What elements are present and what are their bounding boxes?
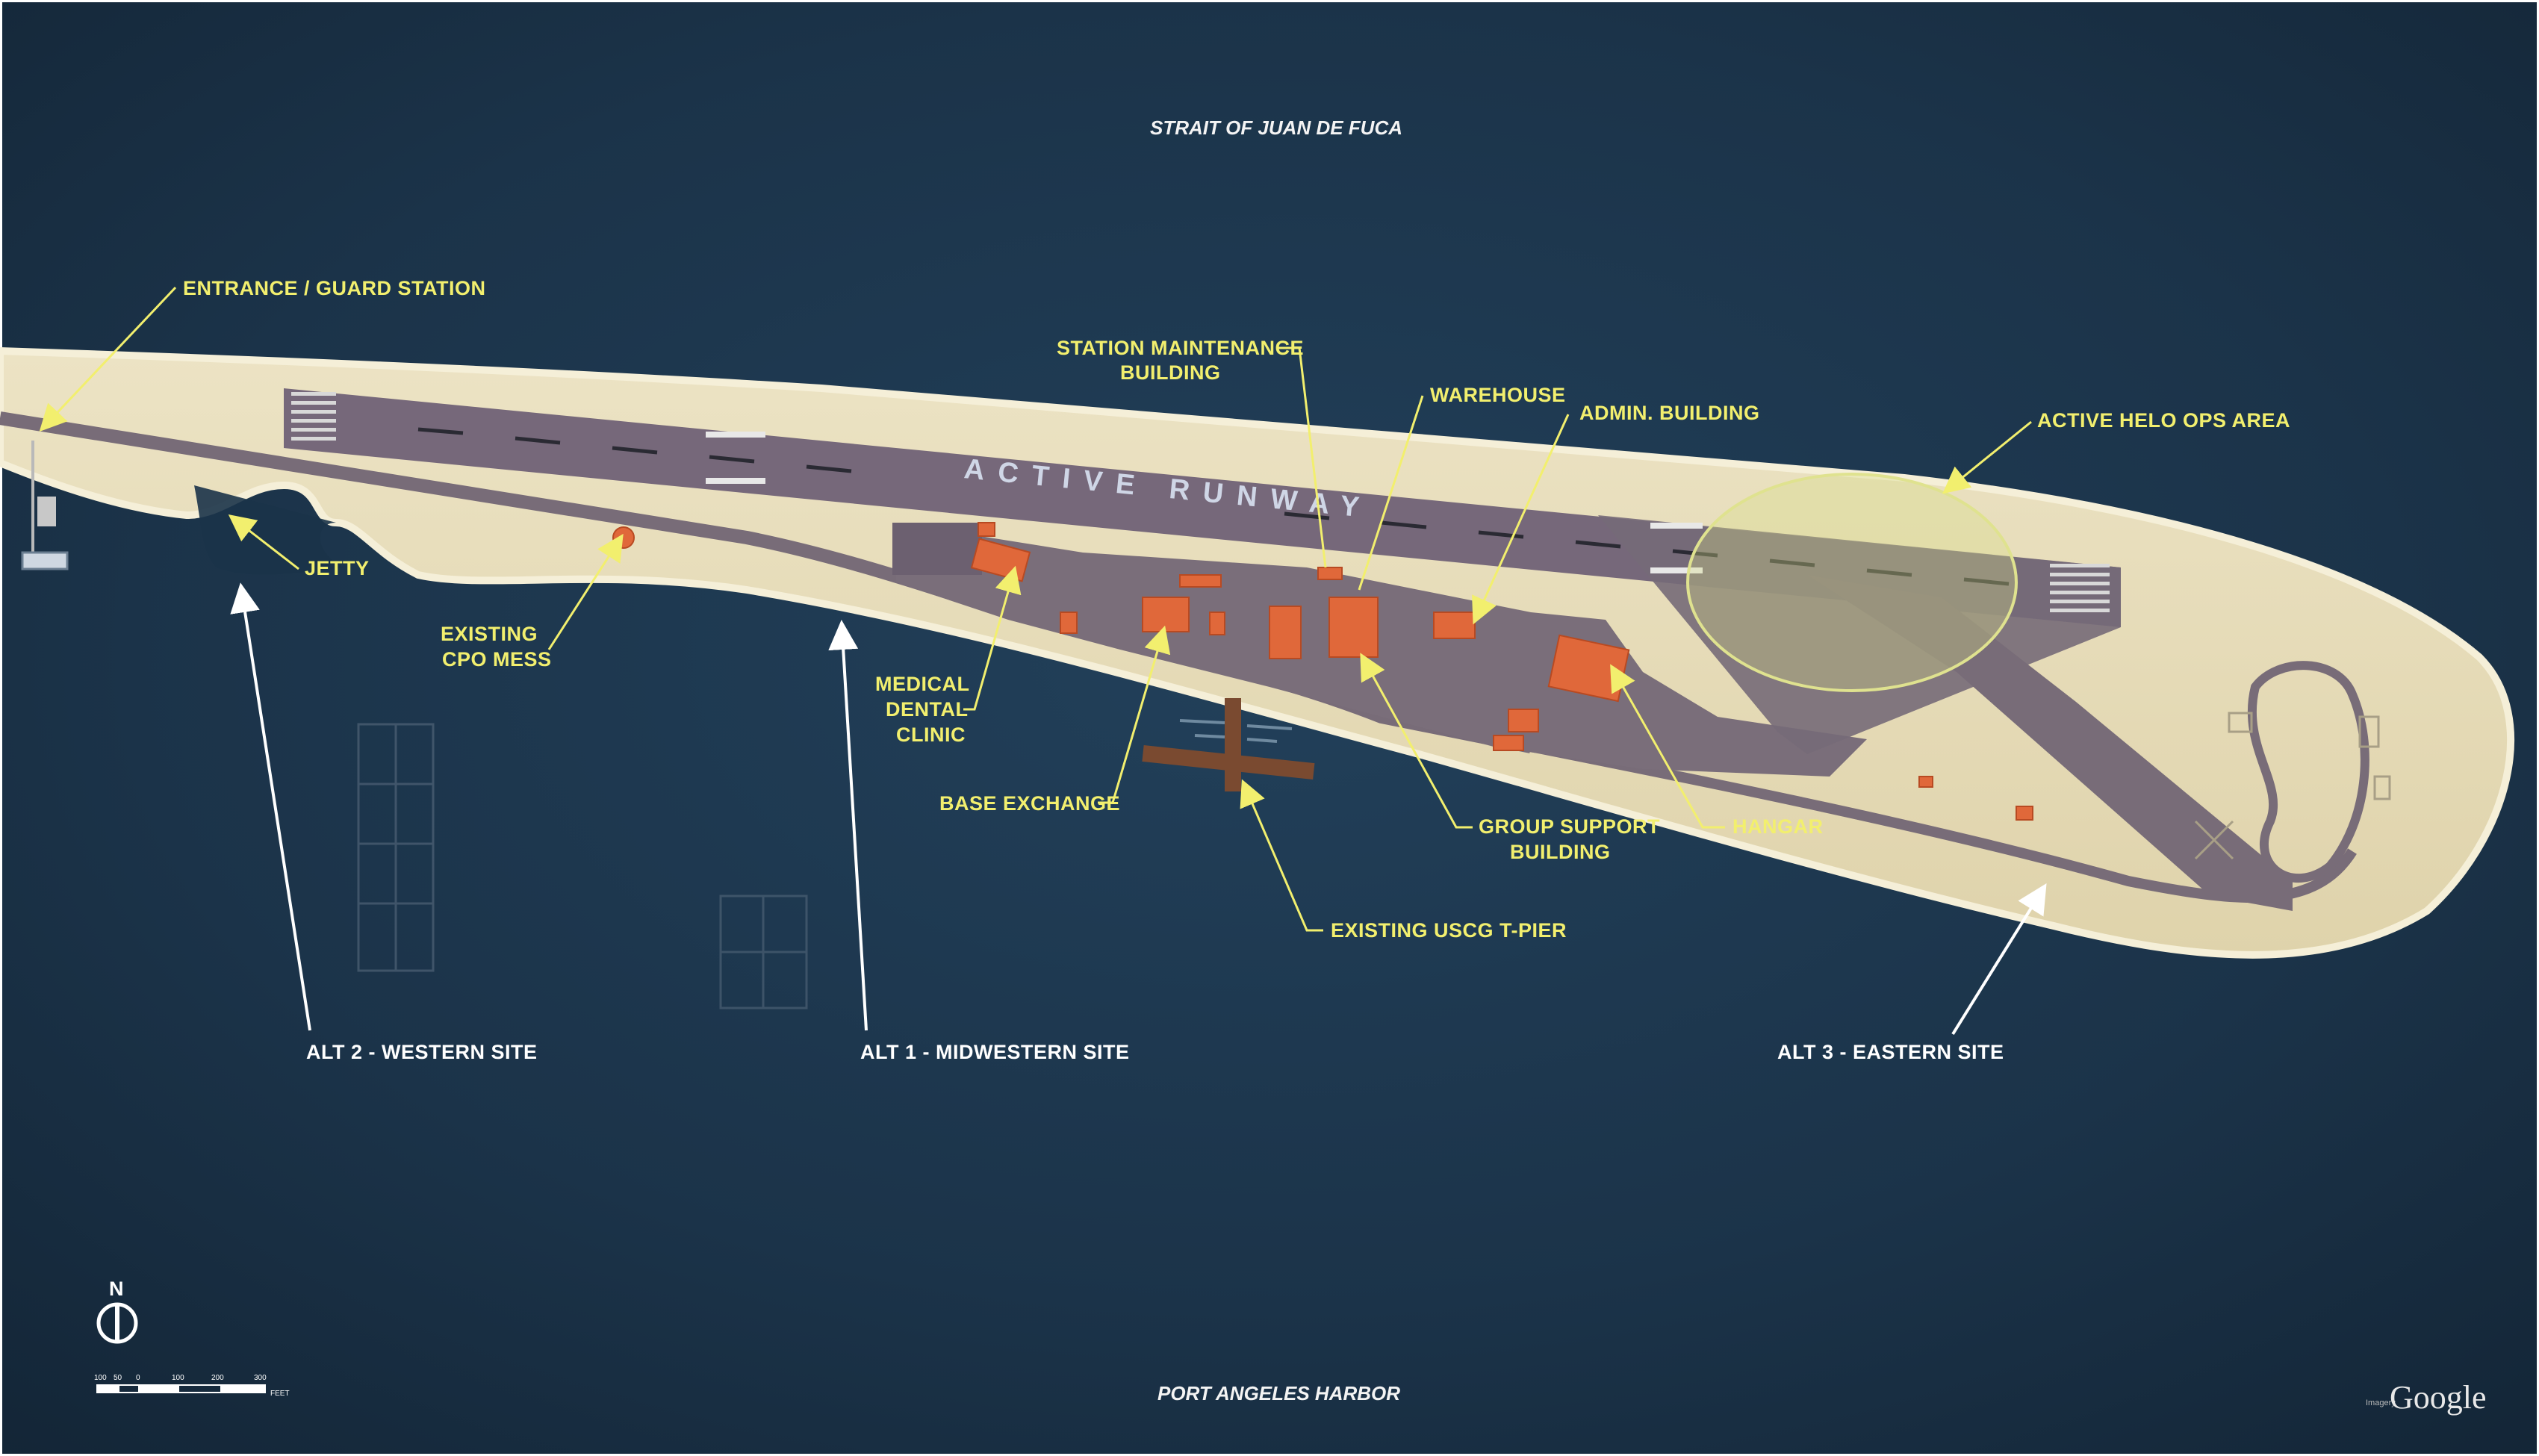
annotation-base-exchange: BASE EXCHANGE <box>939 625 1171 815</box>
svg-text:Google: Google <box>2390 1379 2487 1416</box>
svg-text:CPO MESS: CPO MESS <box>442 648 552 671</box>
north-arrow-icon: N <box>96 1278 138 1344</box>
svg-text:CLINIC: CLINIC <box>896 724 966 746</box>
east-structures <box>2194 712 2391 860</box>
svg-text:HANGAR: HANGAR <box>1732 815 1824 838</box>
annotation-admin: ADMIN. BUILDING <box>1472 402 1759 625</box>
submerged-grid-west <box>357 723 435 972</box>
strait-label: STRAIT OF JUAN DE FUCA <box>1150 116 1402 139</box>
svg-text:BUILDING: BUILDING <box>1510 841 1611 863</box>
google-attribution: Imagery Google <box>2366 1379 2487 1416</box>
cpo-mess-building <box>612 526 635 549</box>
annotation-entrance: ENTRANCE / GUARD STATION <box>39 277 486 432</box>
svg-text:WAREHOUSE: WAREHOUSE <box>1430 384 1566 406</box>
entrance-pier <box>21 441 69 570</box>
svg-text:MEDICAL: MEDICAL <box>875 673 970 695</box>
svg-text:N: N <box>109 1278 124 1300</box>
harbor-label: PORT ANGELES HARBOR <box>1157 1382 1400 1404</box>
annotation-jetty: JETTY <box>228 514 370 579</box>
svg-text:ACTIVE HELO OPS AREA: ACTIVE HELO OPS AREA <box>2037 409 2290 432</box>
annotation-group-support: GROUP SUPPORT BUILDING <box>1360 653 1660 863</box>
loop-road <box>2247 661 2369 883</box>
svg-text:STATION MAINTENANCE: STATION MAINTENANCE <box>1057 337 1304 359</box>
svg-text:JETTY: JETTY <box>305 557 370 579</box>
annotation-medical: MEDICAL DENTAL CLINIC <box>875 565 1022 746</box>
helo-ops-area <box>1686 473 2018 692</box>
annotation-hangar: HANGAR <box>1610 664 1824 838</box>
svg-text:0: 0 <box>136 1374 140 1382</box>
svg-text:ALT 1 - MIDWESTERN SITE: ALT 1 - MIDWESTERN SITE <box>860 1041 1130 1063</box>
annotation-alt1: ALT 1 - MIDWESTERN SITE <box>828 620 1130 1063</box>
base-exchange-building <box>1142 597 1190 632</box>
submerged-grid-midwest <box>719 895 808 1009</box>
svg-text:BASE EXCHANGE: BASE EXCHANGE <box>939 792 1120 815</box>
svg-text:DENTAL: DENTAL <box>886 698 969 721</box>
annotation-warehouse: WAREHOUSE <box>1358 384 1566 591</box>
jetty-structure <box>194 485 344 575</box>
svg-text:300: 300 <box>254 1374 267 1382</box>
uscg-t-pier <box>1142 698 1315 791</box>
svg-text:Imagery: Imagery <box>2366 1399 2396 1407</box>
svg-text:EXISTING USCG T-PIER: EXISTING USCG T-PIER <box>1331 919 1567 942</box>
svg-text:EXISTING: EXISTING <box>441 623 538 645</box>
svg-text:ADMIN. BUILDING: ADMIN. BUILDING <box>1579 402 1759 424</box>
station-maintenance-building <box>1269 606 1302 659</box>
scale-bar: 100 50 0 100 200 300 FEET <box>94 1374 290 1398</box>
annotation-alt2: ALT 2 - WESTERN SITE <box>230 582 538 1063</box>
svg-text:ALT 3 - EASTERN SITE: ALT 3 - EASTERN SITE <box>1777 1041 2004 1063</box>
annotation-helo: ACTIVE HELO OPS AREA <box>1942 409 2290 494</box>
parking-lot <box>892 523 982 575</box>
annotation-station-maintenance: STATION MAINTENANCE BUILDING <box>1057 337 1327 568</box>
admin-building <box>1433 612 1476 639</box>
svg-text:100: 100 <box>94 1374 107 1382</box>
svg-text:FEET: FEET <box>270 1390 290 1398</box>
svg-text:50: 50 <box>114 1374 122 1382</box>
svg-text:GROUP SUPPORT: GROUP SUPPORT <box>1479 815 1660 838</box>
annotation-cpo-mess: EXISTING CPO MESS <box>441 533 624 671</box>
annotation-alt3: ALT 3 - EASTERN SITE <box>1777 883 2047 1063</box>
base-pavement <box>896 523 1867 777</box>
svg-text:BUILDING: BUILDING <box>1120 361 1221 384</box>
runway <box>284 388 2293 911</box>
svg-text:ALT 2 - WESTERN SITE: ALT 2 - WESTERN SITE <box>306 1041 538 1063</box>
annotation-t-pier: EXISTING USCG T-PIER <box>1240 779 1567 942</box>
group-support-building <box>1328 597 1379 658</box>
svg-text:ENTRANCE / GUARD STATION: ENTRANCE / GUARD STATION <box>183 277 486 299</box>
svg-text:100: 100 <box>172 1374 184 1382</box>
svg-text:200: 200 <box>211 1374 224 1382</box>
